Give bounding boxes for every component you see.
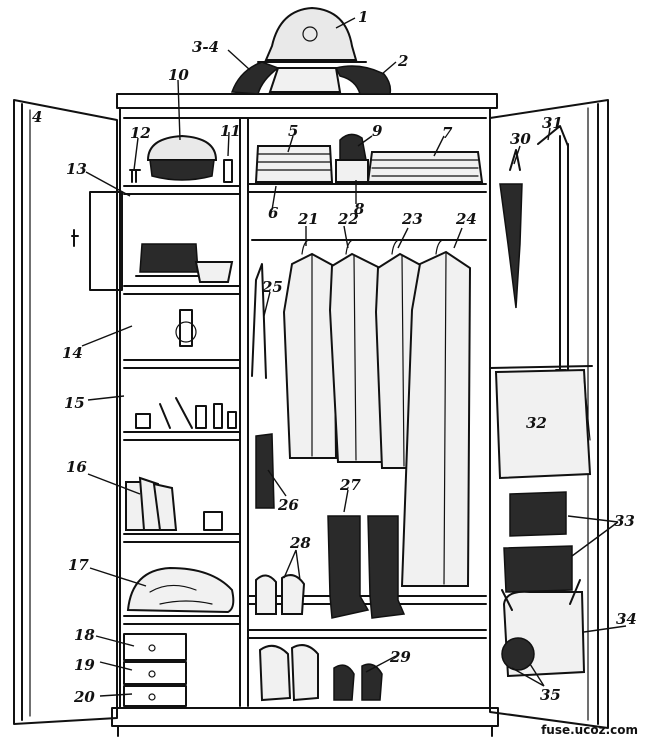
label-31: 31 <box>542 114 563 132</box>
label-15: 15 <box>64 394 85 412</box>
label-5: 5 <box>288 122 298 140</box>
shoes-drawing <box>255 574 383 702</box>
label-35: 35 <box>540 686 561 704</box>
belt-and-bag-drawing <box>251 263 275 509</box>
leader-lines <box>81 17 627 697</box>
dishes-drawing <box>135 243 239 347</box>
label-3-4: 3-4 <box>192 38 219 56</box>
label-13: 13 <box>66 160 87 178</box>
label-18: 18 <box>74 626 95 644</box>
label-14: 14 <box>62 344 83 362</box>
peaked-cap-drawing <box>129 134 233 183</box>
label-27: 27 <box>339 476 361 494</box>
label-1: 1 <box>358 8 368 26</box>
watermark: fuse.ucoz.com <box>541 723 638 737</box>
drawers-drawing <box>123 633 187 707</box>
label-23: 23 <box>401 210 423 228</box>
label-32: 32 <box>526 414 547 432</box>
helmet-drawing <box>257 6 367 63</box>
label-19: 19 <box>74 656 95 674</box>
label-26: 26 <box>277 496 299 514</box>
label-30: 30 <box>510 130 531 148</box>
label-24: 24 <box>455 210 477 228</box>
label-34: 34 <box>616 610 637 628</box>
label-12: 12 <box>130 124 151 142</box>
label-2: 2 <box>397 52 408 70</box>
label-17: 17 <box>68 556 89 574</box>
sack-drawing <box>126 566 235 614</box>
toiletries-drawing <box>135 397 237 429</box>
shoulder-boards-drawing <box>230 61 392 95</box>
label-28: 28 <box>289 534 311 552</box>
left-shelves <box>123 185 241 625</box>
label-22: 22 <box>337 210 359 228</box>
hanging-clothes-drawing <box>282 239 472 587</box>
label-21: 21 <box>297 210 319 228</box>
label-33: 33 <box>614 512 635 530</box>
number-labels: 4 1 2 3-4 5 6 7 8 9 10 11 12 13 14 15 16… <box>32 8 637 706</box>
linen-stacks <box>254 133 484 183</box>
label-8: 8 <box>354 200 365 218</box>
label-20: 20 <box>73 688 95 706</box>
door-items-drawing <box>489 125 593 678</box>
books-drawing <box>125 476 223 531</box>
label-25: 25 <box>261 278 283 296</box>
label-7: 7 <box>442 124 453 142</box>
label-29: 29 <box>389 648 411 666</box>
left-door <box>13 99 123 725</box>
label-10: 10 <box>168 66 189 84</box>
label-4: 4 <box>32 108 42 126</box>
label-9: 9 <box>372 122 383 140</box>
boots-drawing <box>327 515 406 619</box>
label-11: 11 <box>220 122 241 140</box>
label-16: 16 <box>66 458 87 476</box>
label-6: 6 <box>268 204 279 222</box>
right-shelves <box>247 183 487 639</box>
